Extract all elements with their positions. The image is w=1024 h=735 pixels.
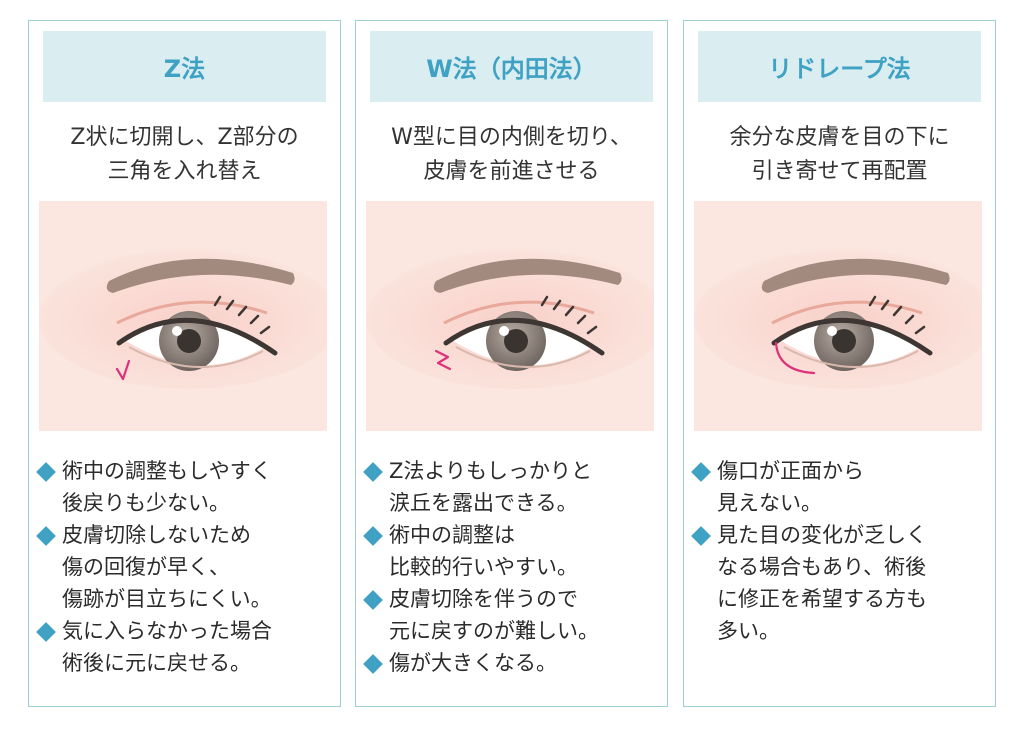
point-line: Z法よりもしっかりと	[389, 459, 592, 483]
point-list: Z法よりもしっかりと涙丘を露出できる。術中の調整は比較的行いやすい。皮膚切除を伴…	[363, 455, 663, 679]
card-redrape-method: リドレープ法 余分な皮膚を目の下に 引き寄せて再配置 傷口が正面から見えない。見…	[683, 20, 996, 707]
point-line: に修正を希望する方も	[717, 587, 927, 611]
point-line: なる場合もあり、術後	[717, 555, 927, 579]
point-line: 後戻りも少ない。	[62, 491, 230, 515]
point-line: 傷が大きくなる。	[389, 651, 557, 675]
point-line: 傷の回復が早く、	[62, 555, 230, 579]
diamond-bullet-icon	[36, 526, 56, 546]
point-item: 傷口が正面から見えない。	[691, 455, 991, 519]
card-w-method: W法（内田法） W型に目の内側を切り、 皮膚を前進させる Z法よりもしっかりと涙…	[355, 20, 668, 707]
eye-icon	[39, 201, 327, 431]
point-list: 術中の調整もしやすく後戻りも少ない。皮膚切除しないため傷の回復が早く、傷跡が目立…	[36, 455, 336, 679]
card-description: Z状に切開し、Z部分の 三角を入れ替え	[37, 121, 332, 189]
diamond-bullet-icon	[691, 526, 711, 546]
point-line: 術中の調整もしやすく	[62, 459, 272, 483]
point-item: 術中の調整もしやすく後戻りも少ない。	[36, 455, 336, 519]
point-line: 比較的行いやすい。	[389, 555, 578, 579]
diamond-bullet-icon	[363, 526, 383, 546]
eye-illustration	[366, 201, 654, 431]
card-description: W型に目の内側を切り、 皮膚を前進させる	[364, 121, 659, 189]
z-incision-icon	[115, 359, 131, 381]
description-line: Z状に切開し、Z部分の	[70, 125, 299, 150]
diamond-bullet-icon	[36, 622, 56, 642]
point-line: 元に戻すのが難しい。	[389, 619, 599, 643]
card-title: W法（内田法）	[370, 31, 653, 102]
point-line: 傷口が正面から	[717, 459, 864, 483]
point-line: 皮膚切除しないため	[62, 523, 251, 547]
point-line: 術後に元に戻せる。	[62, 651, 251, 675]
eye-icon	[694, 201, 982, 431]
description-line: 引き寄せて再配置	[751, 159, 928, 184]
w-incision-icon	[434, 349, 452, 371]
description-line: 三角を入れ替え	[107, 159, 262, 184]
card-description: 余分な皮膚を目の下に 引き寄せて再配置	[692, 121, 987, 189]
diamond-bullet-icon	[363, 590, 383, 610]
card-title: Z法	[43, 31, 326, 102]
point-line: 見えない。	[717, 491, 822, 515]
card-title: リドレープ法	[698, 31, 981, 102]
card-z-method: Z法 Z状に切開し、Z部分の 三角を入れ替え 術中の調整もしやすく後戻りも少ない…	[28, 20, 341, 707]
point-item: 傷が大きくなる。	[363, 647, 663, 679]
point-line: 傷跡が目立ちにくい。	[62, 587, 272, 611]
point-line: 涙丘を露出できる。	[389, 491, 578, 515]
eye-illustration	[694, 201, 982, 431]
description-line: W型に目の内側を切り、	[391, 125, 632, 150]
point-item: 術中の調整は比較的行いやすい。	[363, 519, 663, 583]
point-line: 多い。	[717, 619, 780, 643]
eye-illustration	[39, 201, 327, 431]
point-item: Z法よりもしっかりと涙丘を露出できる。	[363, 455, 663, 519]
point-item: 皮膚切除しないため傷の回復が早く、傷跡が目立ちにくい。	[36, 519, 336, 615]
redrape-incision-icon	[774, 341, 816, 375]
diamond-bullet-icon	[36, 462, 56, 482]
eye-icon	[366, 201, 654, 431]
point-line: 術中の調整は	[389, 523, 515, 547]
diamond-bullet-icon	[363, 654, 383, 674]
point-list: 傷口が正面から見えない。見た目の変化が乏しくなる場合もあり、術後に修正を希望する…	[691, 455, 991, 647]
point-item: 皮膚切除を伴うので元に戻すのが難しい。	[363, 583, 663, 647]
diamond-bullet-icon	[363, 462, 383, 482]
point-line: 皮膚切除を伴うので	[389, 587, 578, 611]
point-line: 気に入らなかった場合	[62, 619, 272, 643]
point-line: 見た目の変化が乏しく	[717, 523, 927, 547]
diamond-bullet-icon	[691, 462, 711, 482]
point-item: 見た目の変化が乏しくなる場合もあり、術後に修正を希望する方も多い。	[691, 519, 991, 647]
description-line: 余分な皮膚を目の下に	[729, 125, 950, 150]
description-line: 皮膚を前進させる	[423, 159, 600, 184]
point-item: 気に入らなかった場合術後に元に戻せる。	[36, 615, 336, 679]
